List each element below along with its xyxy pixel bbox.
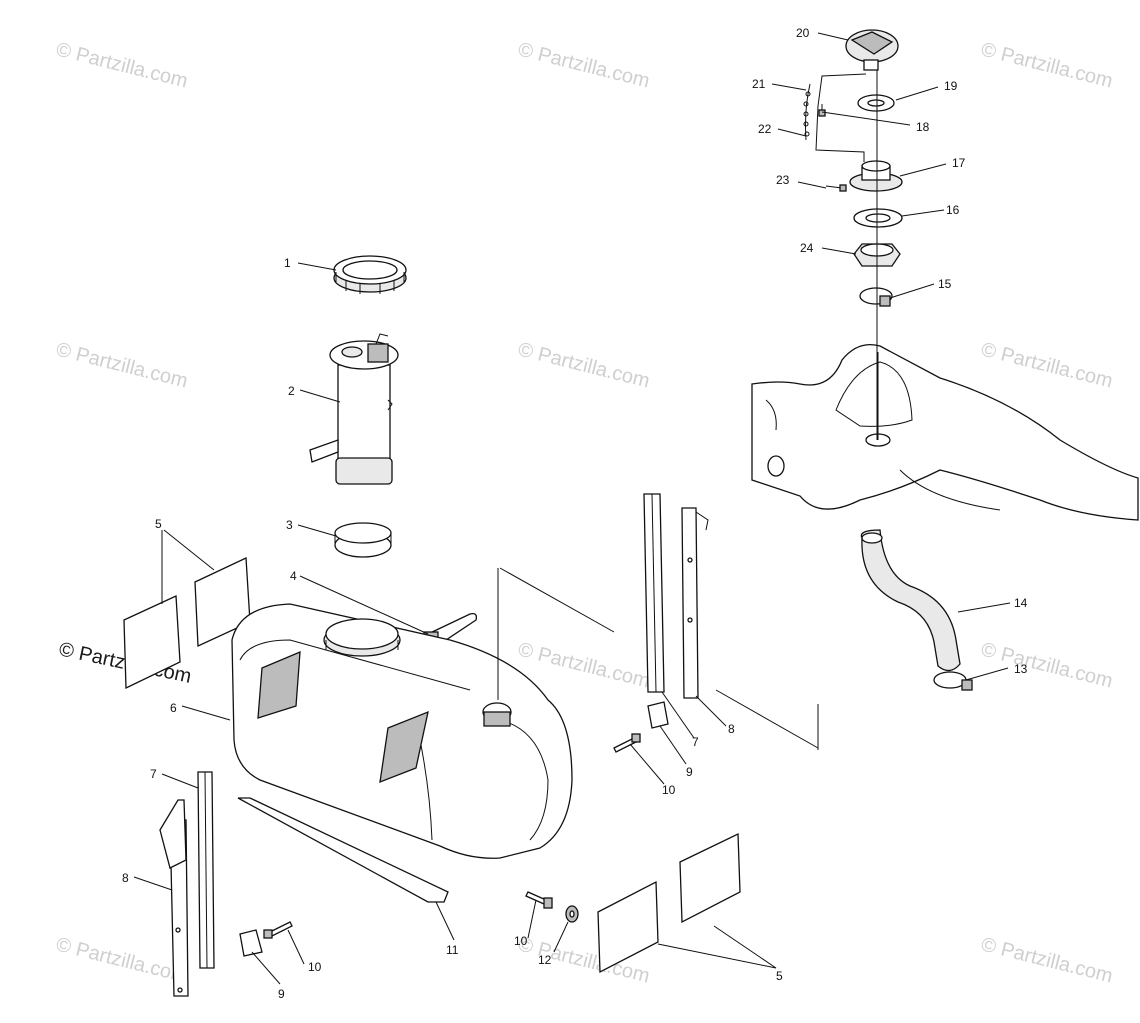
part-cap-tether[interactable] [803, 73, 867, 162]
watermark: © Partzilla.com [516, 39, 652, 93]
part-tank-strap-right[interactable] [643, 493, 665, 693]
part-filler-neck[interactable] [849, 160, 903, 192]
part-foam-pad-left[interactable] [123, 557, 251, 690]
part-bracket-right[interactable] [647, 701, 669, 729]
part-pump-seal[interactable] [334, 522, 392, 558]
watermark: © Partzilla.com [979, 339, 1115, 393]
callout-14: 14 [1014, 596, 1028, 610]
callout-7: 7 [692, 735, 699, 749]
callout-5: 5 [155, 517, 162, 531]
part-washer[interactable] [565, 905, 579, 923]
callout-3: 3 [286, 518, 293, 532]
part-lock-ring[interactable] [333, 255, 407, 294]
callout-9: 9 [278, 987, 285, 1001]
part-bracket-left[interactable] [239, 929, 263, 957]
part-filler-screw[interactable] [825, 184, 847, 192]
callout-21: 21 [752, 77, 766, 91]
part-filler-gasket[interactable] [853, 208, 903, 228]
callout-16: 16 [946, 203, 960, 217]
callout-8: 8 [728, 722, 735, 736]
part-rivet-left[interactable] [263, 921, 293, 939]
callout-1: 1 [284, 256, 291, 270]
leader-lines [133, 32, 1011, 985]
watermark: © Partzilla.com [54, 339, 190, 393]
watermark: © Partzilla.com [979, 934, 1115, 988]
callout-13: 13 [1014, 662, 1028, 676]
part-strap-latch-right[interactable] [681, 507, 709, 699]
part-tether-rivet[interactable] [818, 104, 826, 117]
callout-18: 18 [916, 120, 930, 134]
callout-9: 9 [686, 765, 693, 779]
callout-20: 20 [796, 26, 810, 40]
callout-10: 10 [662, 783, 676, 797]
callout-24: 24 [800, 241, 814, 255]
part-tank-strap-left[interactable] [197, 771, 215, 969]
callout-2: 2 [288, 384, 295, 398]
part-fuel-cap[interactable] [845, 29, 899, 71]
part-foam-pad-right[interactable] [597, 832, 741, 974]
callout-11: 11 [446, 943, 459, 957]
watermark: © Partzilla.com [979, 39, 1115, 93]
part-rivet-bottom[interactable] [525, 891, 553, 909]
watermark: © Partzilla.com [516, 639, 652, 693]
callout-15: 15 [938, 277, 952, 291]
watermark: © Partzilla.com [516, 339, 652, 393]
part-rivet-right[interactable] [613, 733, 641, 753]
watermark: © Partzilla.com [54, 39, 190, 93]
part-fill-hose[interactable] [860, 529, 961, 672]
reference-lines [497, 567, 819, 750]
callout-4: 4 [290, 569, 297, 583]
watermark: © Partzilla.com [979, 639, 1115, 693]
part-hose-clamp-lower[interactable] [933, 671, 973, 691]
vehicle-body-section [751, 343, 1139, 521]
part-tank-pad[interactable] [237, 797, 449, 903]
part-cap-washer[interactable] [857, 94, 895, 112]
callout-8: 8 [122, 871, 129, 885]
part-strap-latch-left[interactable] [159, 799, 189, 997]
callout-5: 5 [776, 969, 783, 983]
callout-23: 23 [776, 173, 790, 187]
part-fuel-tank[interactable] [231, 603, 573, 859]
callout-19: 19 [944, 79, 958, 93]
callout-12: 12 [538, 953, 552, 967]
callout-6: 6 [170, 701, 177, 715]
part-fuel-pump-assembly[interactable] [309, 333, 399, 485]
callout-10: 10 [514, 934, 528, 948]
callout-numbers: 1 2 3 4 5 6 7 8 9 10 11 10 12 5 7 8 9 10… [122, 26, 1028, 1001]
callout-7: 7 [150, 767, 157, 781]
callout-22: 22 [758, 122, 772, 136]
callout-10: 10 [308, 960, 322, 974]
watermark: © Partzilla.com [54, 934, 190, 988]
callout-17: 17 [952, 156, 966, 170]
part-hose-clamp-upper[interactable] [859, 287, 893, 307]
